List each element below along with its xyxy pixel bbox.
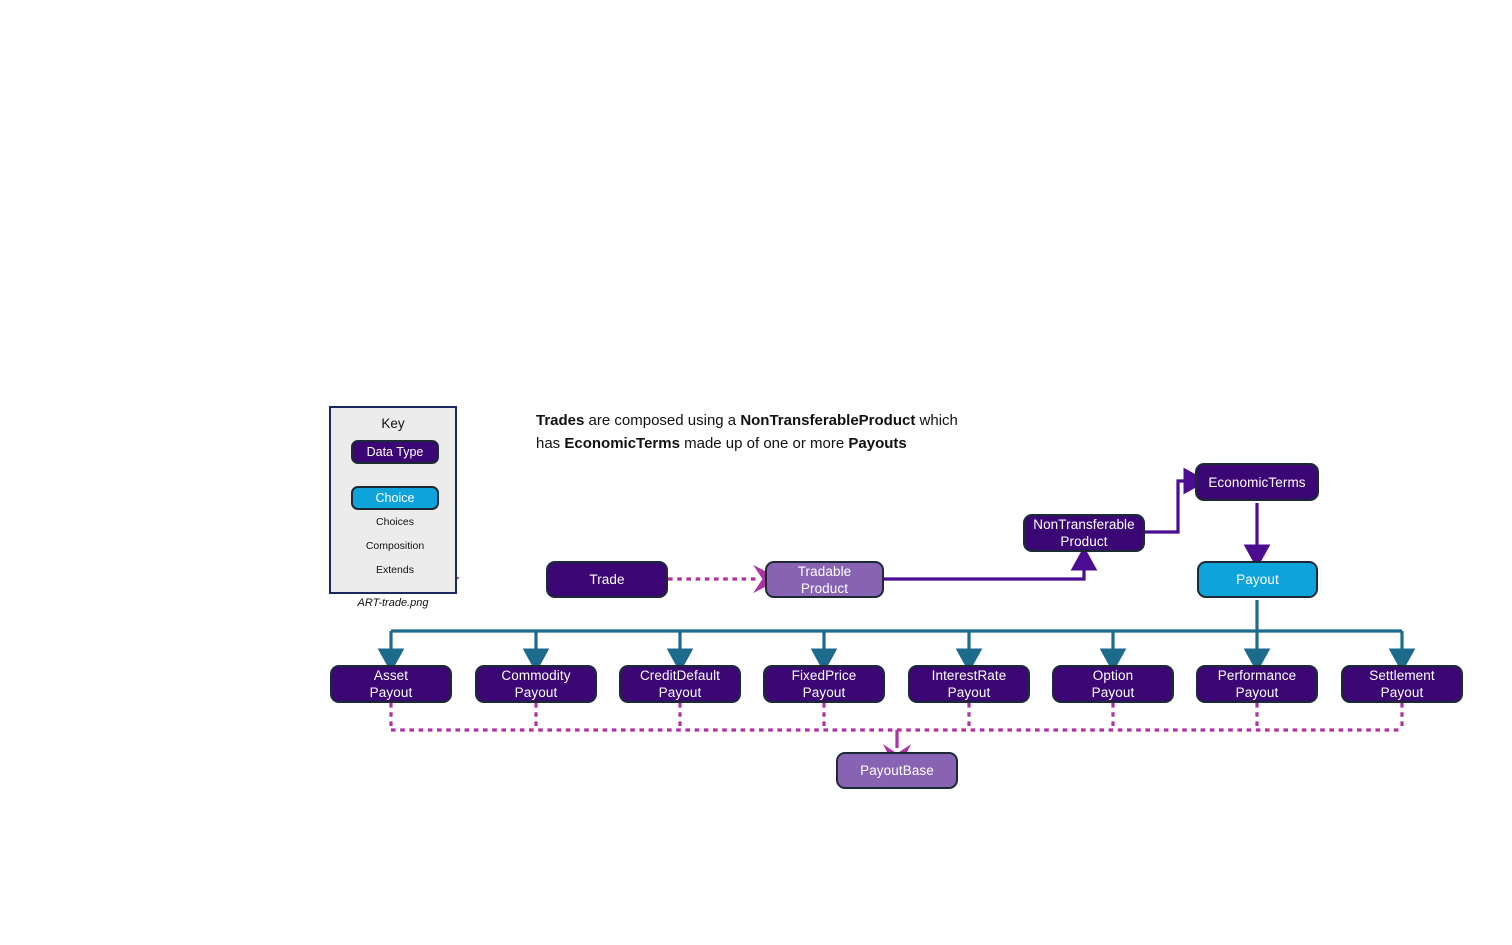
heading-text-1: are composed using a (584, 412, 741, 429)
key-label-composition: Composition (365, 540, 425, 552)
heading-term-ntp: NonTransferableProduct (740, 412, 916, 429)
node-interestrate-payout-line2: Payout (947, 685, 991, 700)
heading-text-4: made up of one or more (679, 435, 849, 452)
key-caption: ART-trade.png (357, 597, 429, 609)
node-payout-base[interactable]: PayoutBase (836, 752, 958, 789)
node-creditdefault-payout-line2: Payout (658, 685, 702, 700)
heading-text-2: which (915, 412, 958, 429)
node-economic-terms[interactable]: EconomicTerms (1195, 463, 1319, 501)
node-commodity-payout-line1: Commodity (501, 668, 571, 683)
node-option-payout-line1: Option (1092, 668, 1134, 683)
heading-term-trades: Trades (536, 412, 585, 429)
node-performance-payout-line2: Payout (1235, 685, 1279, 700)
node-ntp-line2: Product (1060, 534, 1108, 549)
node-option-payout-line2: Payout (1091, 685, 1135, 700)
diagram-heading: Trades are composed using a NonTransfera… (536, 409, 1076, 455)
node-asset-payout-line2: Payout (369, 685, 413, 700)
node-settlement-payout-line1: Settlement (1369, 668, 1435, 683)
node-creditdefault-payout-line1: CreditDefault (639, 668, 721, 683)
key-title: Key (381, 416, 405, 431)
node-fixedprice-payout-line2: Payout (802, 685, 846, 700)
node-economic-terms-label: EconomicTerms (1208, 474, 1306, 490)
node-settlement-payout-line2: Payout (1380, 685, 1424, 700)
node-tradable-product-line1: Tradable (797, 563, 852, 579)
node-ntp-line1: NonTransferable (1033, 517, 1135, 532)
node-trade-label: Trade (589, 572, 625, 587)
node-fixedprice-payout-line1: FixedPrice (791, 668, 857, 683)
node-payout-label: Payout (1236, 572, 1279, 587)
node-performance-payout-line1: Performance (1217, 668, 1297, 683)
heading-term-payouts: Payouts (848, 435, 907, 452)
key-label-extends: Extends (376, 564, 414, 576)
node-trade[interactable]: Trade (546, 561, 668, 598)
node-commodity-payout-line2: Payout (514, 685, 558, 700)
edge-tradable-product-to-ntp (884, 546, 1098, 581)
node-asset-payout-line1: Asset (373, 668, 409, 683)
node-tradable-product-line2: Product (800, 580, 849, 596)
key-chip-choice: Choice (351, 486, 439, 510)
node-interestrate-payout-line1: InterestRate (931, 668, 1007, 683)
heading-term-economicterms: EconomicTerms (564, 435, 680, 452)
node-payout[interactable]: Payout (1197, 561, 1318, 598)
edge-ntp-to-economic-terms (1145, 467, 1208, 534)
key-legend-box: Key Data Type Choice Choices Composition… (329, 406, 457, 594)
heading-text-3: has (536, 435, 565, 452)
key-chip-data-type: Data Type (351, 440, 439, 464)
key-label-choices: Choices (376, 516, 414, 528)
node-payout-base-label: PayoutBase (860, 763, 934, 778)
